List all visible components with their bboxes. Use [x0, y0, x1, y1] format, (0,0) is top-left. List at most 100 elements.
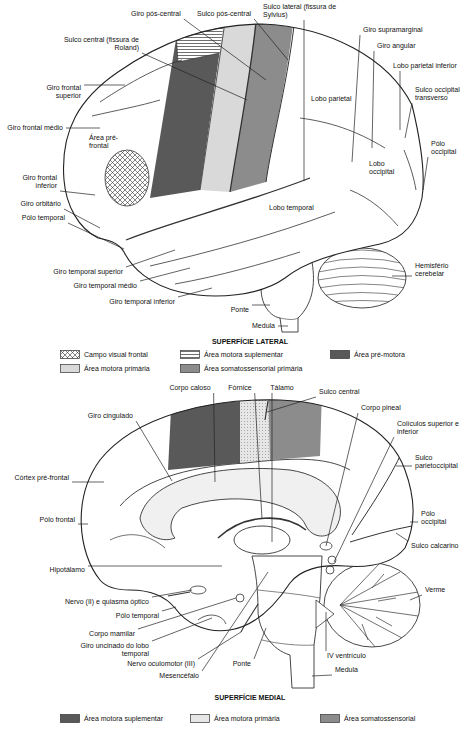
cerebrum-outline [63, 24, 423, 296]
brain-drawing-part [340, 592, 418, 605]
legend-text: Área motora primária [214, 714, 280, 723]
brain-drawing-part [318, 293, 406, 297]
legend-swatch-fill [61, 365, 80, 373]
brain-drawing-part [372, 574, 384, 588]
thalamus [234, 526, 290, 554]
pons-boundary [258, 590, 320, 645]
leader-line [214, 393, 215, 482]
leader-line [202, 572, 268, 671]
legend-text: Área somatossensorial [344, 714, 415, 723]
part-label: Mesencéfalo [158, 672, 200, 680]
leader-line [88, 566, 222, 567]
brain-drawing-part [340, 605, 402, 638]
leader-line [184, 19, 266, 80]
uncus [198, 615, 226, 624]
leader-line [254, 19, 288, 60]
leader-line [396, 466, 412, 467]
brain-drawing-part [340, 605, 418, 616]
part-label: Colículos superior e inferior [396, 420, 460, 436]
leader-line [334, 437, 394, 562]
legend-swatch-fill [331, 351, 350, 359]
cerebrum-outline [81, 400, 413, 631]
part-label: Sulco lateral (fissura de Sylvius) [262, 3, 340, 19]
brain-drawing-part [350, 190, 398, 226]
legend-swatch [180, 350, 200, 359]
leader-line [178, 288, 212, 297]
legend-swatch [180, 364, 200, 373]
legend-swatch [330, 350, 350, 359]
part-label: Sulco pós-central [196, 10, 252, 18]
part-label: Fórnice [227, 384, 252, 392]
legend-swatch-fill [321, 715, 340, 723]
leader-line [400, 71, 401, 130]
brain-drawing-part [100, 60, 182, 102]
leader-line [312, 675, 332, 676]
legend-swatch-fill [61, 715, 80, 723]
leader-line [152, 590, 192, 597]
leader-line [405, 103, 412, 138]
part-label: Hemisfério cerebelar [414, 262, 462, 278]
part-label: Sulco central [318, 388, 360, 396]
part-label: Giro temporal superior [52, 268, 124, 276]
leader-line [372, 51, 374, 148]
view-caption: SUPERFÍCIE LATERAL [211, 338, 289, 346]
brain-drawing-part [318, 259, 406, 265]
brain-drawing-part [318, 267, 406, 272]
brain-drawing-part [265, 401, 268, 420]
leader-line [68, 223, 124, 249]
leader-line [162, 607, 176, 611]
corpus-callosum [140, 468, 340, 539]
part-label: Giro frontal superior [40, 84, 82, 100]
leader-line [423, 157, 428, 190]
legend-swatch-fill [181, 351, 200, 359]
brain-drawing-part [175, 252, 300, 284]
legend-swatch-fill [191, 715, 210, 723]
part-label: Giro supramarginal [362, 26, 424, 34]
legend-item: Área motora primária [190, 714, 280, 723]
part-label: Nervo oculomotor (III) [126, 660, 196, 668]
somatosensory-area [230, 15, 294, 192]
brain-drawing-part [320, 301, 404, 304]
part-label: Giro temporal médio [73, 282, 138, 290]
legend-swatch [60, 350, 80, 359]
legend-item: Área somatossensorial [320, 714, 415, 723]
leader-line [78, 524, 88, 525]
part-label: Medula [251, 322, 276, 330]
sulci [92, 22, 416, 284]
legend-swatch [190, 714, 210, 723]
part-label: Pólo temporal [21, 214, 66, 222]
leader-line [272, 393, 273, 542]
view-caption: SUPERFÍCIE MEDIAL [214, 694, 287, 702]
leader-line [267, 397, 316, 412]
cerebellum [318, 248, 406, 308]
leader-line [254, 628, 266, 659]
brain-drawing-part [230, 22, 256, 192]
vermis-arbor [340, 563, 418, 648]
part-label: Lobo occipital [368, 160, 404, 176]
part-label: Nervo (II) e quiasma óptico [64, 598, 150, 606]
optic-chiasm [190, 586, 206, 594]
legend-item: Área pré-motora [330, 350, 405, 359]
fourth-ventricle [316, 600, 334, 628]
leader-line [396, 533, 408, 541]
part-label: Córtex pré-frontal [14, 474, 70, 482]
leader-line [84, 85, 125, 86]
leader-line [326, 612, 327, 651]
part-label: Giro temporal inferior [108, 298, 176, 306]
part-label: Medula [334, 666, 359, 674]
legend-item: Área motora suplementar [60, 714, 163, 723]
part-label: Pólo occipital [420, 510, 458, 526]
brain-drawing-part [92, 100, 160, 116]
part-label: Lobo parietal [310, 95, 352, 103]
leader-line [392, 276, 412, 277]
brain-drawing-part [266, 26, 294, 182]
part-label: Giro orbitário [20, 200, 62, 208]
brain-drawing-part [378, 598, 396, 601]
part-label: Pólo frontal [39, 516, 76, 524]
legend-swatch [320, 714, 340, 723]
pons-line [280, 318, 298, 320]
part-label: Sulco occipital transverso [414, 86, 461, 102]
brain-drawing-part [362, 624, 368, 640]
part-label: Giro angular [376, 42, 417, 50]
